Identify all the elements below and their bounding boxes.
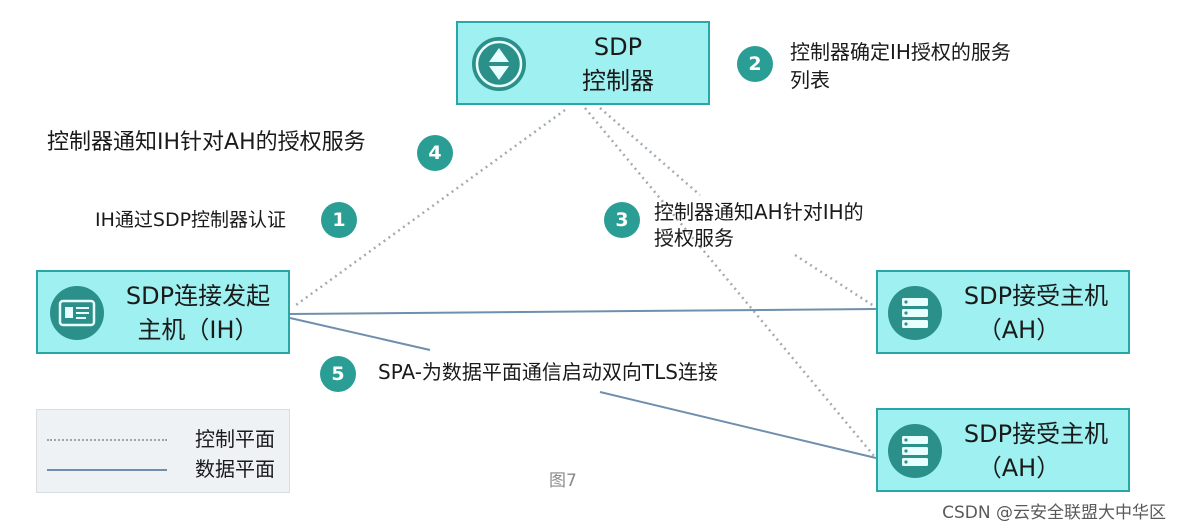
accepting-host-node-2: SDP接受主机 （AH）: [876, 408, 1130, 492]
legend: 控制平面 数据平面: [36, 409, 290, 493]
sdp-controller-node: SDP 控制器: [456, 21, 710, 105]
ah2-label-line1: SDP接受主机: [963, 420, 1109, 448]
legend-control-plane-label: 控制平面: [195, 427, 275, 451]
data-line-ih-ah1: [289, 308, 877, 315]
step-2-text-line2: 列表: [790, 68, 830, 92]
dotted-line-swatch: [47, 439, 167, 441]
up-down-arrows-icon: [472, 37, 526, 91]
data-line-ih-ah2-a: [289, 317, 431, 351]
control-line-controller-ah1-b: [794, 253, 875, 308]
controller-label-line1: SDP: [593, 33, 643, 61]
step-3-text-line2: 授权服务: [654, 226, 734, 250]
step-badge-5: 5: [320, 356, 356, 392]
ih-label-line2: 主机（IH）: [137, 316, 259, 344]
host-card-icon: [50, 286, 104, 340]
step-badge-1: 1: [321, 202, 357, 238]
control-line-controller-ah2: [584, 107, 875, 457]
controller-label-line2: 控制器: [582, 67, 654, 95]
step-3-text-line1: 控制器通知AH针对IH的: [654, 200, 864, 224]
initiating-host-node: SDP连接发起 主机（IH）: [36, 270, 290, 354]
solid-line-swatch: [47, 469, 167, 471]
ah1-label-line1: SDP接受主机: [963, 282, 1109, 310]
ah2-label-line2: （AH）: [977, 454, 1061, 482]
step-4-text: 控制器通知IH针对AH的授权服务: [47, 130, 366, 155]
server-icon: [888, 286, 942, 340]
data-line-ih-ah2-b: [599, 391, 877, 459]
legend-data-plane: 数据平面: [37, 454, 289, 484]
step-5-text: SPA-为数据平面通信启动双向TLS连接: [378, 360, 718, 384]
accepting-host-node-1: SDP接受主机 （AH）: [876, 270, 1130, 354]
control-line-controller-ah1-a: [599, 107, 701, 196]
legend-data-plane-label: 数据平面: [195, 457, 275, 481]
step-badge-2: 2: [737, 46, 773, 82]
step-2-text-line1: 控制器确定IH授权的服务: [790, 40, 1011, 64]
control-line-controller-ih: [295, 108, 566, 307]
step-badge-3: 3: [604, 202, 640, 238]
ah1-label-line2: （AH）: [977, 316, 1061, 344]
watermark: CSDN @云安全联盟大中华区: [942, 503, 1166, 523]
ih-label-line1: SDP连接发起: [125, 282, 271, 310]
figure-label: 图7: [549, 471, 577, 491]
step-badge-4: 4: [417, 135, 453, 171]
step-1-text: IH通过SDP控制器认证: [95, 209, 287, 231]
legend-control-plane: 控制平面: [37, 424, 289, 454]
server-icon: [888, 424, 942, 478]
